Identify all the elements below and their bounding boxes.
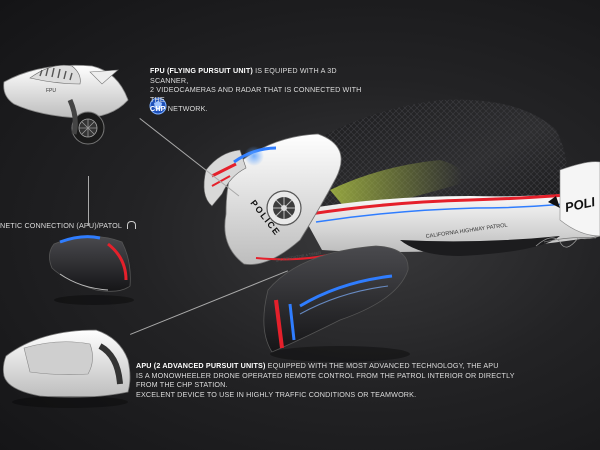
vehicle-nose [203,133,342,265]
magnet-icon [126,221,136,229]
apu-line2: IS A MONOWHEELER DRONE OPERATED REMOTE C… [136,370,515,380]
apu-line1: EQUIPPED WITH THE MOST ADVANCED TECHNOLO… [265,361,499,370]
magnetic-callout-line [88,176,89,226]
fpu-line3: NETWORK. [165,104,208,113]
fan-vent [266,190,302,226]
magnetic-connection-text: NETIC CONNECTION (APU)/PATOL [0,221,122,230]
apu-magnetic-unit [49,235,134,305]
svg-text:FPU: FPU [46,88,56,94]
sketch-scribble [535,235,600,248]
apu-line4: EXCELENT DEVICE TO USE IN HIGHLY TRAFFIC… [136,389,417,399]
apu-title: APU (2 ADVANCED PURSUIT UNITS) [136,361,266,370]
patrol-vehicle [300,99,600,256]
apu-line3: FROM THE CHP STATION. [136,380,228,389]
apu-description: APU (2 ADVANCED PURSUIT UNITS) EQUIPPED … [136,361,596,399]
fpu-title: FPU (FLYING PURSUIT UNIT) [150,66,253,75]
rear-police-label: POLI [564,194,597,215]
apu-render [2,329,131,408]
fpu-line1: IS EQUIPED WITH A 3D SCANNER, [150,66,337,85]
magnetic-connection-label: NETIC CONNECTION (APU)/PATOL [0,221,136,231]
fpu-line2: 2 VIDEOCAMERAS AND RADAR THAT IS CONNECT… [150,85,362,104]
fpu-drone: FPU [3,64,129,145]
fpu-line3-bold: CHP [150,104,166,113]
shield-icon [149,97,167,115]
apu-docked-unit [263,245,410,362]
fpu-description: FPU (FLYING PURSUIT UNIT) IS EQUIPED WIT… [150,66,370,114]
chevron-badge-icon [548,196,560,208]
